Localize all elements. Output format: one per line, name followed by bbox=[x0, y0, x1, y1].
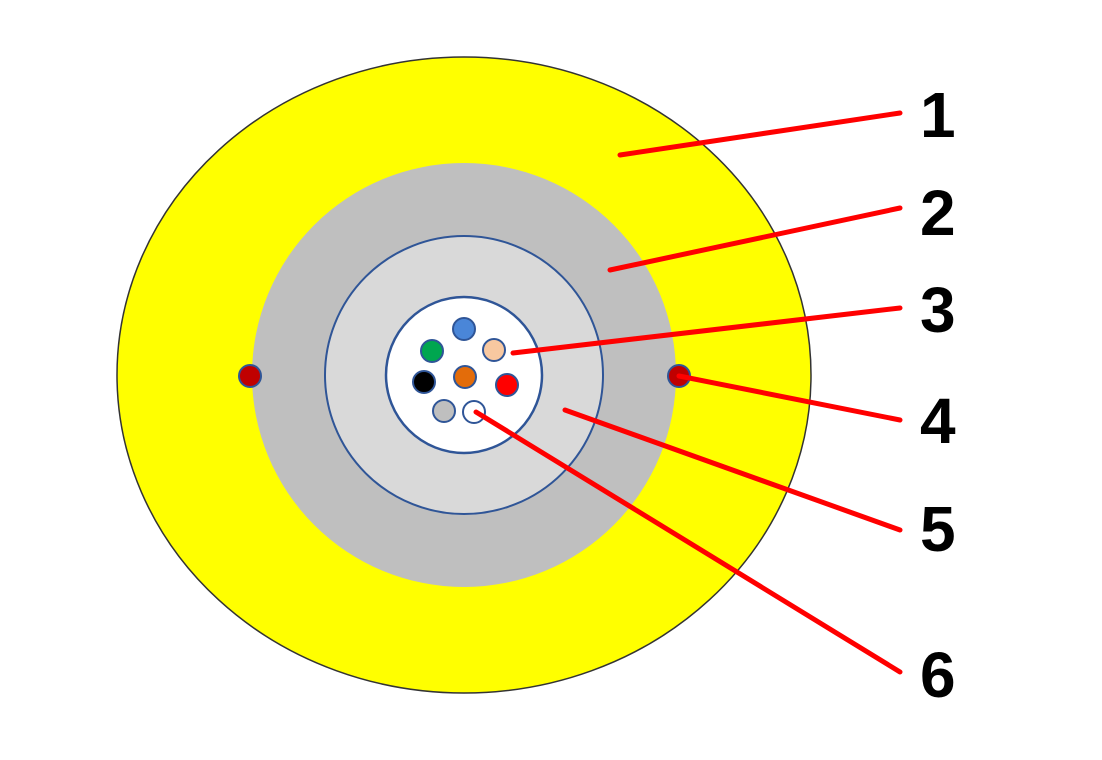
leader-line-2 bbox=[607, 205, 903, 273]
callout-number-3: 3 bbox=[920, 274, 956, 346]
leader-line-4 bbox=[676, 373, 903, 423]
leader-lines bbox=[473, 110, 903, 675]
leader-line-1 bbox=[617, 110, 903, 158]
callout-number-6: 6 bbox=[920, 639, 956, 711]
fiber-2 bbox=[420, 339, 444, 363]
callout-number-4: 4 bbox=[920, 385, 956, 457]
callout-number-1: 1 bbox=[920, 79, 956, 151]
leader-line-5 bbox=[562, 407, 903, 533]
leader-line-6 bbox=[473, 409, 903, 675]
fiber-group bbox=[412, 317, 519, 424]
fiber-1 bbox=[452, 317, 476, 341]
fiber-6 bbox=[495, 373, 519, 397]
strength-member-left bbox=[238, 364, 262, 388]
fiber-3 bbox=[482, 338, 506, 362]
fiber-7 bbox=[432, 399, 456, 423]
callout-number-5: 5 bbox=[920, 493, 956, 565]
fiber-5 bbox=[453, 365, 477, 389]
leader-line-3 bbox=[510, 305, 903, 356]
callout-number-2: 2 bbox=[920, 177, 956, 249]
fiber-4 bbox=[412, 370, 436, 394]
